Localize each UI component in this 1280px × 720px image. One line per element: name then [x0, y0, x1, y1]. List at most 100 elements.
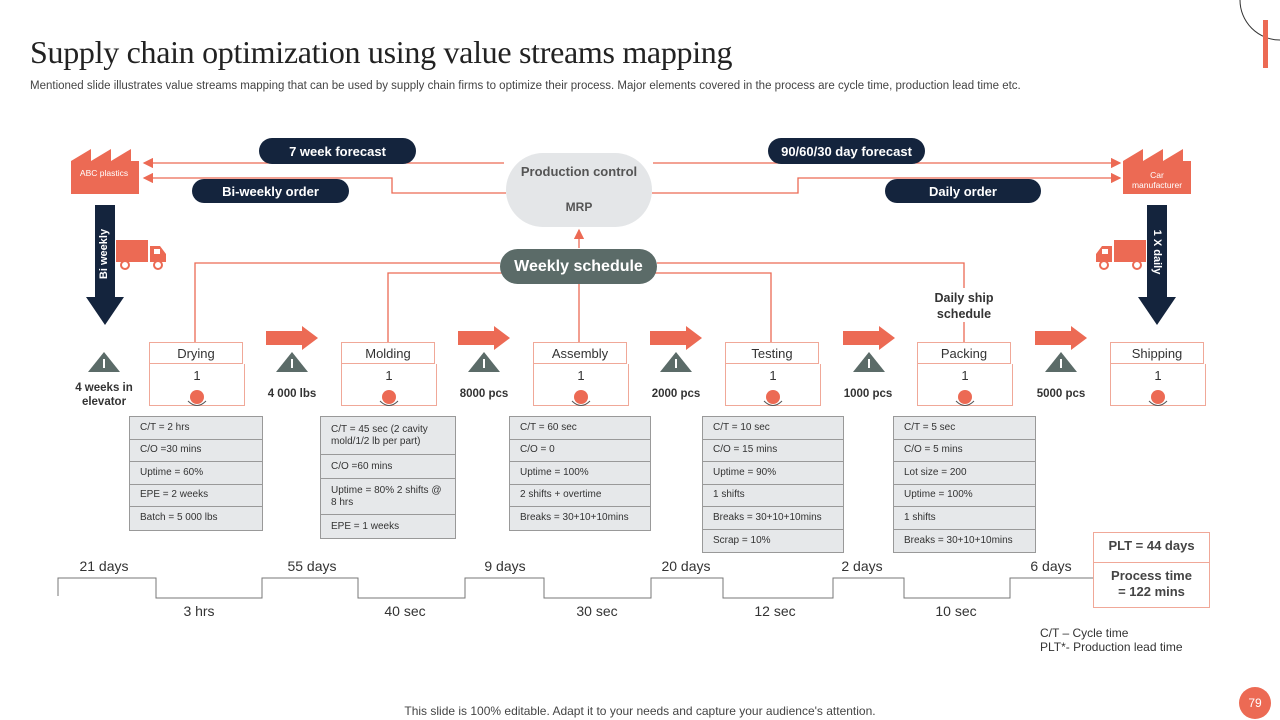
production-control-node: [506, 153, 652, 227]
weekly-schedule-node: Weekly schedule: [500, 249, 657, 284]
data-row: Breaks = 30+10+10mins: [904, 534, 1013, 546]
operator-icon: [955, 390, 975, 406]
order-left-pill: Bi-weekly order: [192, 179, 349, 203]
data-box-packing: C/T = 5 sec C/O = 5 mins Lot size = 200 …: [893, 416, 1036, 553]
operator-count: 1: [385, 368, 393, 383]
data-row: Scrap = 10%: [713, 534, 771, 546]
summary-box: [1093, 532, 1210, 608]
customer-delivery-arrow: [1138, 205, 1176, 325]
data-row: Lot size = 200: [894, 462, 1035, 485]
legend-plt: PLT*- Production lead time: [1040, 640, 1183, 654]
wait-time-label: 55 days: [287, 558, 337, 574]
inventory-triangle-icon: [88, 352, 120, 372]
data-row: C/O =60 mins: [321, 455, 455, 479]
data-row: EPE = 1 weeks: [331, 520, 400, 532]
push-arrow-icon: [650, 326, 702, 350]
truck-icon: [1096, 240, 1146, 270]
wait-time-label: 21 days: [79, 558, 129, 574]
customer-label: Car manufacturer: [1131, 170, 1183, 190]
inventory-label: 5000 pcs: [1036, 388, 1086, 400]
wait-time-label: 6 days: [1030, 558, 1072, 574]
data-box-testing: C/T = 10 sec C/O = 15 mins Uptime = 90% …: [702, 416, 844, 553]
wait-time-label: 2 days: [841, 558, 883, 574]
process-packing: Packing: [917, 342, 1011, 364]
daily-ship-schedule-label: Daily ship schedule: [934, 291, 994, 321]
footer-note: This slide is 100% editable. Adapt it to…: [404, 704, 876, 718]
legend-ct: C/T – Cycle time: [1040, 626, 1129, 640]
push-arrow-icon: [1035, 326, 1087, 350]
supplier-delivery-arrow: [86, 205, 124, 325]
data-row: Breaks = 30+10+10mins: [703, 507, 843, 530]
data-row: C/O = 15 mins: [703, 440, 843, 462]
legend: C/T – Cycle time PLT*- Production lead t…: [1040, 626, 1183, 654]
inventory-label: 4 weeks in elevator: [75, 382, 133, 408]
process-time-label: 40 sec: [384, 603, 426, 619]
page-subtitle: Mentioned slide illustrates value stream…: [30, 80, 1021, 92]
wait-time-label: 9 days: [484, 558, 526, 574]
data-box-drying: C/T = 2 hrs C/O =30 mins Uptime = 60% EP…: [129, 416, 263, 531]
operator-icon: [571, 390, 591, 406]
order-right-pill: Daily order: [885, 179, 1041, 203]
wait-time-label: 20 days: [661, 558, 711, 574]
inventory-label: 8000 pcs: [459, 388, 509, 400]
data-row: 2 shifts + overtime: [510, 485, 650, 507]
data-row: EPE = 2 weeks: [130, 485, 262, 507]
data-row: C/T = 60 sec: [510, 417, 650, 440]
customer-delivery-label: 1 X daily: [1151, 229, 1163, 275]
operator-icon: [187, 390, 207, 406]
process-molding: Molding: [341, 342, 435, 364]
operator-count: 1: [769, 368, 777, 383]
mrp-label: MRP: [565, 200, 593, 214]
data-row: Uptime = 80% 2 shifts @ 8 hrs: [321, 479, 455, 515]
plt-value: PLT = 44 days: [1108, 538, 1195, 553]
push-arrow-icon: [843, 326, 895, 350]
data-box-molding: C/T = 45 sec (2 cavity mold/1/2 lb per p…: [320, 416, 456, 539]
corner-decoration: [1239, 0, 1280, 68]
data-row: C/T = 2 hrs: [130, 417, 262, 440]
data-row: 1 shifts: [703, 485, 843, 507]
data-row: C/T = 10 sec: [703, 417, 843, 440]
inventory-label: 1000 pcs: [843, 388, 893, 400]
operator-icon: [379, 390, 399, 406]
operator-count: 1: [577, 368, 585, 383]
process-time-label: 30 sec: [576, 603, 618, 619]
forecast-right-pill: 90/60/30 day forecast: [768, 138, 925, 164]
push-arrow-icon: [458, 326, 510, 350]
supplier-delivery-label: Bi weekly: [98, 228, 110, 280]
data-row: C/T = 45 sec (2 cavity mold/1/2 lb per p…: [321, 417, 455, 455]
customer-factory-icon: [1123, 149, 1191, 194]
inventory-triangle-icon: [276, 352, 308, 372]
data-row: 1 shifts: [894, 507, 1035, 530]
operator-icon: [763, 390, 783, 406]
data-row: Uptime = 90%: [703, 462, 843, 485]
supplier-factory-icon: [71, 149, 139, 194]
process-drying: Drying: [149, 342, 243, 364]
forecast-left-pill: 7 week forecast: [259, 138, 416, 164]
process-time-label: 3 hrs: [183, 603, 215, 619]
inventory-triangle-icon: [468, 352, 500, 372]
operator-count: 1: [1154, 368, 1162, 383]
supplier-label: ABC plastics: [79, 168, 129, 178]
inventory-label: 2000 pcs: [651, 388, 701, 400]
operator-count: 1: [961, 368, 969, 383]
data-row: Breaks = 30+10+10mins: [520, 512, 629, 524]
process-time-label: 10 sec: [935, 603, 977, 619]
data-row: C/T = 5 sec: [894, 417, 1035, 440]
truck-icon: [116, 240, 166, 270]
inventory-label: 4 000 lbs: [267, 388, 317, 400]
inventory-triangle-icon: [660, 352, 692, 372]
operator-icon: [1148, 390, 1168, 406]
data-row: Uptime = 60%: [130, 462, 262, 485]
process-shipping: Shipping: [1110, 342, 1204, 364]
data-box-assembly: C/T = 60 sec C/O = 0 Uptime = 100% 2 shi…: [509, 416, 651, 531]
summary-divider: [1093, 562, 1210, 563]
data-row: Batch = 5 000 lbs: [140, 512, 218, 524]
data-row: Uptime = 100%: [894, 485, 1035, 507]
data-row: Uptime = 100%: [510, 462, 650, 485]
data-row: C/O = 0: [510, 440, 650, 462]
page-number-badge: 79: [1239, 687, 1271, 719]
push-arrow-icon: [266, 326, 318, 350]
production-control-label: Production control: [520, 164, 638, 179]
operator-count: 1: [193, 368, 201, 383]
inventory-triangle-icon: [1045, 352, 1077, 372]
